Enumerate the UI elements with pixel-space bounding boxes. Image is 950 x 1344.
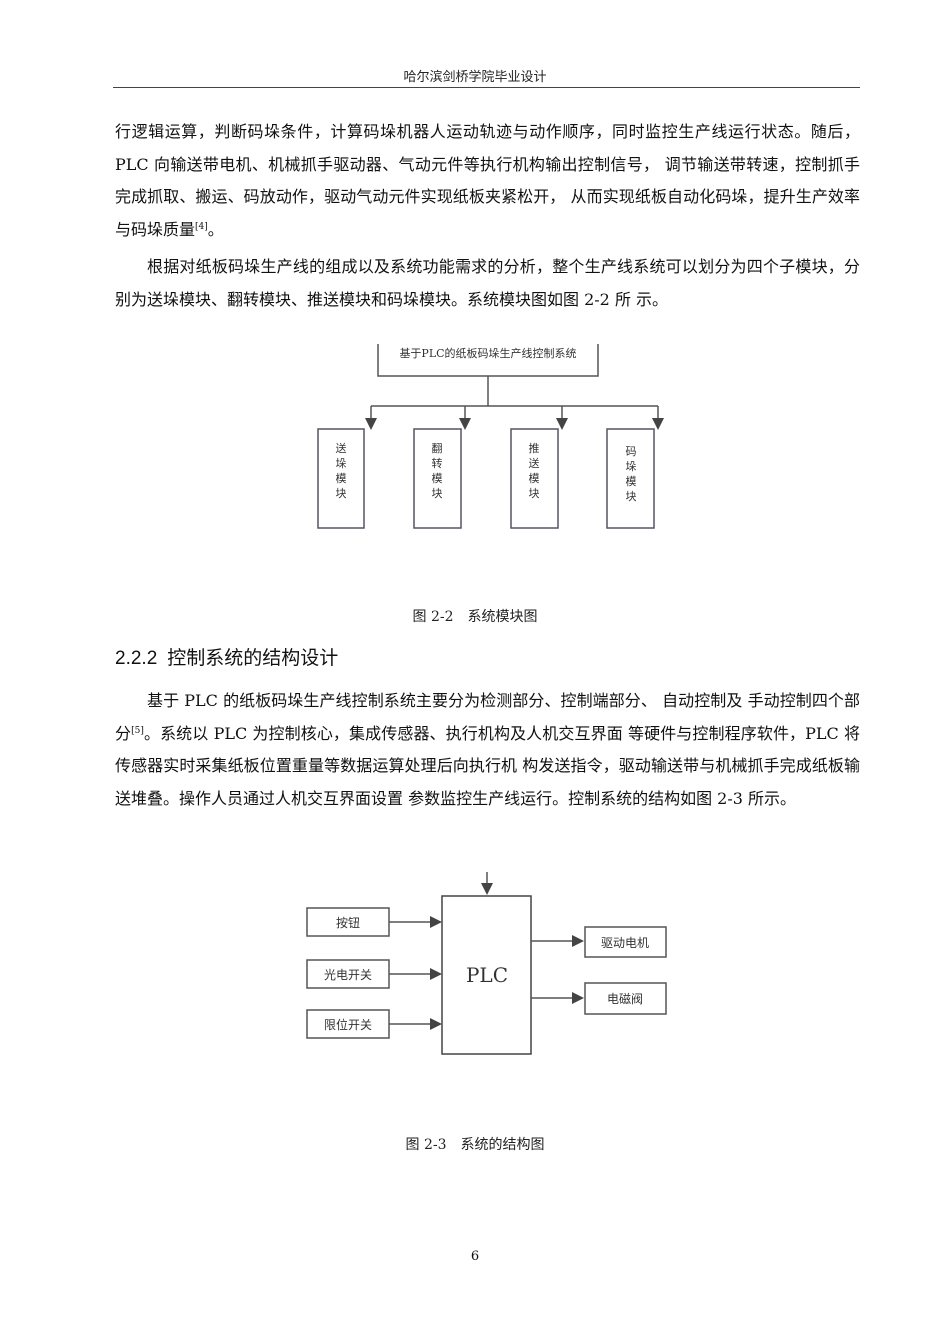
paragraph-1: 行逻辑运算，判断码垛条件，计算码垛机器人运动轨迹与动作顺序，同时监控生产线运行状…: [115, 116, 860, 246]
citation-5: [5]: [131, 725, 144, 736]
paragraph-3: 基于 PLC 的纸板码垛生产线控制系统主要分为检测部分、控制端部分、 自动控制及…: [115, 685, 860, 815]
module-3-char-2: 送: [529, 456, 540, 470]
module-3-char-1: 推: [529, 441, 540, 455]
input-label-photoelectric: 光电开关: [324, 968, 372, 982]
root-label: 基于PLC的纸板码垛生产线控制系统: [399, 346, 576, 360]
figure-2-2-caption: 图 2-2 系统模块图: [412, 609, 538, 625]
header-rule: [113, 87, 860, 88]
module-1-char-1: 送: [336, 441, 347, 455]
paragraph-2-text: 根据对纸板码垛生产线的组成以及系统功能需求的分析，整个生产线系统可以划分为四个子…: [115, 257, 860, 309]
module-4-char-2: 垛: [626, 460, 637, 473]
module-1-char-2: 垛: [336, 457, 347, 470]
module-4-char-3: 模: [626, 475, 637, 488]
module-1-char-4: 块: [336, 487, 347, 500]
output-label-valve: 电磁阀: [607, 991, 643, 1006]
input-label-limit-switch: 限位开关: [324, 1017, 372, 1032]
output-box-motor: [584, 926, 667, 958]
module-3-char-3: 模: [529, 472, 540, 485]
module-1-char-3: 模: [336, 472, 347, 485]
module-box-3: [510, 428, 559, 529]
section-heading: 2.2.2 控制系统的结构设计: [115, 643, 338, 670]
module-box-2: [413, 428, 462, 529]
plc-label: PLC: [466, 963, 508, 987]
module-2-char-3: 模: [432, 472, 443, 485]
output-label-motor: 驱动电机: [601, 936, 649, 950]
figure-2-2-module-diagram: 基于PLC的纸板码垛生产线控制系统 送 垛 模 块 翻 转 模 块 推 送 模 …: [317, 344, 664, 529]
output-box-valve: [584, 982, 667, 1015]
module-3-char-4: 块: [529, 487, 540, 500]
paragraph-1-end: 。: [207, 219, 224, 239]
module-box-1: [317, 428, 365, 529]
figure-2-3-structure-diagram: PLC 按钮 光电开关 限位开关 驱动电机 电磁阀: [306, 872, 667, 1055]
paragraph-1-text: 行逻辑运算，判断码垛条件，计算码垛机器人运动轨迹与动作顺序，同时监控生产线运行状…: [115, 122, 860, 239]
module-2-char-4: 块: [432, 487, 443, 500]
input-label-button: 按钮: [336, 915, 360, 930]
section-title: 控制系统的结构设计: [167, 647, 339, 669]
plc-box: [441, 895, 532, 1055]
module-4-char-1: 码: [626, 445, 637, 458]
figure-2-3-caption: 图 2-3 系统的结构图: [405, 1137, 545, 1153]
module-4-char-4: 块: [626, 490, 637, 503]
citation-4: [4]: [195, 221, 208, 232]
module-2-char-2: 转: [432, 456, 443, 470]
page-number: 6: [470, 1249, 480, 1264]
paragraph-2: 根据对纸板码垛生产线的组成以及系统功能需求的分析，整个生产线系统可以划分为四个子…: [115, 251, 860, 316]
page-header: 哈尔滨剑桥学院毕业设计: [403, 70, 547, 85]
module-2-char-1: 翻: [432, 441, 443, 455]
paragraph-3-text-b: 。系统以 PLC 为控制核心，集成传感器、执行机构及人机交互界面 等硬件与控制程…: [115, 723, 860, 808]
module-box-4: [606, 428, 655, 529]
paragraph-3-text-a: 基于 PLC 的纸板码垛生产线控制系统主要分为检测部分、控制端部分、 自动控制及…: [115, 691, 860, 743]
section-number: 2.2.2: [115, 648, 158, 669]
